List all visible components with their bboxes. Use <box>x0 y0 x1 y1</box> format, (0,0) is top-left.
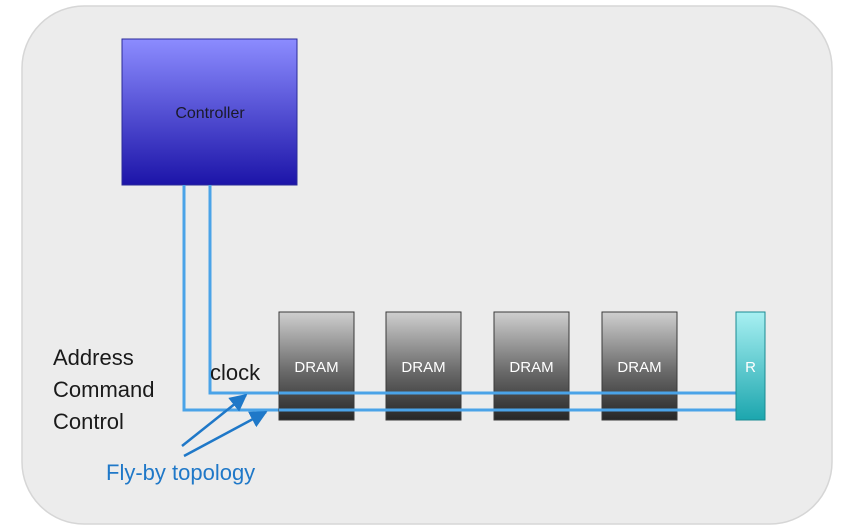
dram-label: DRAM <box>509 359 553 376</box>
dram-label: DRAM <box>617 359 661 376</box>
topology-label: Fly-by topology <box>106 460 256 485</box>
controller-box <box>121 38 298 186</box>
topology-arrow-to-clock <box>181 393 248 447</box>
dram-label: DRAM <box>401 359 445 376</box>
dram-label: DRAM <box>294 359 338 376</box>
signal-label-control: Control <box>53 409 124 434</box>
clock-label: clock <box>210 360 261 385</box>
termination-resistor-label: R <box>745 359 756 376</box>
signal-label-command: Command <box>53 377 155 402</box>
controller-label: Controller <box>175 105 245 122</box>
dram-chip: DRAM <box>493 311 570 421</box>
dram-chip: DRAM <box>601 311 678 421</box>
signal-label-address: Address <box>53 345 134 370</box>
dram-chip: DRAM <box>385 311 462 421</box>
dram-chip: DRAM <box>278 311 355 421</box>
topology-arrow-to-bus <box>183 410 268 458</box>
termination-resistor <box>735 311 766 421</box>
